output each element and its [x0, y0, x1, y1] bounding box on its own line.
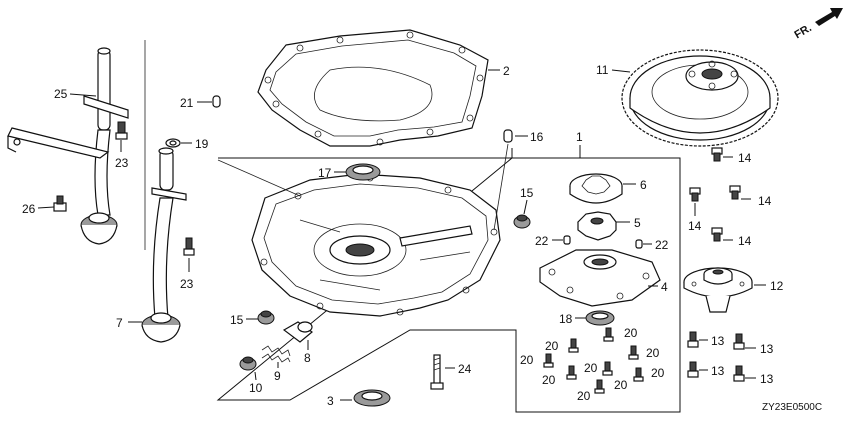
- front-direction-indicator: FR.: [792, 8, 843, 41]
- callout-16: 16: [530, 130, 544, 144]
- bolts-13: [687, 331, 745, 382]
- flywheel-hub-12: [683, 267, 753, 313]
- dipstick-tube-7: [141, 147, 195, 343]
- callout-20: 20: [651, 366, 665, 380]
- callout-25: 25: [54, 87, 68, 101]
- leader-16-housing: [493, 143, 509, 231]
- callout-2: 2: [503, 64, 510, 78]
- assembly-1-boundary: [216, 148, 681, 413]
- callout-22: 22: [655, 238, 669, 252]
- callout-labels: 25 23 26 21 19 23 7 2 16 1 17 15 15 8 9 …: [22, 63, 784, 408]
- dipstick-upper-assembly: [7, 40, 146, 250]
- dowel-pin-22b: [635, 239, 643, 249]
- callout-22: 22: [535, 234, 549, 248]
- dowel-pin-16: [503, 129, 513, 143]
- callout-10: 10: [249, 381, 263, 395]
- dowel-pin-21: [212, 95, 221, 108]
- diagram-code: ZY23E0500C: [762, 402, 822, 413]
- callout-24: 24: [458, 362, 472, 376]
- leader-21-housing: [217, 159, 301, 197]
- callout-14: 14: [738, 151, 752, 165]
- callout-13: 13: [711, 364, 725, 378]
- callout-4: 4: [661, 280, 668, 294]
- callout-23: 23: [115, 156, 129, 170]
- leader-15a: [523, 199, 528, 215]
- oil-seal-18: [585, 310, 615, 326]
- outer-rotor-6: [569, 173, 623, 204]
- callout-15: 15: [230, 313, 244, 327]
- front-direction-label: FR.: [792, 22, 813, 41]
- bolts-14: [689, 147, 741, 242]
- gasket-2: [257, 29, 489, 147]
- callout-13: 13: [760, 342, 774, 356]
- plug-15-lower: [257, 310, 275, 325]
- callout-8: 8: [304, 351, 311, 365]
- callout-20: 20: [624, 326, 638, 340]
- callout-15: 15: [520, 186, 534, 200]
- pump-cover-4: [539, 249, 661, 307]
- leader-25: [69, 93, 97, 97]
- oil-seal-3: [353, 389, 391, 407]
- relief-plug-10: [239, 356, 257, 371]
- callout-26: 26: [22, 202, 36, 216]
- dowel-pin-22a: [563, 235, 571, 245]
- callout-20: 20: [614, 378, 628, 392]
- callout-20: 20: [542, 373, 556, 387]
- front-arrow-icon: [815, 8, 843, 26]
- relief-piston-8: [282, 321, 313, 343]
- crankcase-cover-housing: [251, 173, 501, 317]
- leader-26: [37, 206, 55, 209]
- callout-6: 6: [640, 178, 647, 192]
- callout-20: 20: [577, 389, 591, 403]
- callout-20: 20: [646, 346, 660, 360]
- callout-12: 12: [770, 279, 784, 293]
- callout-14: 14: [758, 194, 772, 208]
- bolt-24: [430, 354, 444, 390]
- callout-20: 20: [584, 361, 598, 375]
- callout-23: 23: [180, 277, 194, 291]
- callout-14: 14: [688, 219, 702, 233]
- callout-13: 13: [711, 334, 725, 348]
- callout-5: 5: [634, 216, 641, 230]
- callout-9: 9: [274, 369, 281, 383]
- callout-20: 20: [520, 353, 534, 367]
- callout-1: 1: [576, 130, 583, 144]
- callout-3: 3: [327, 394, 334, 408]
- callout-17: 17: [318, 166, 332, 180]
- relief-spring-9: [261, 345, 291, 363]
- callout-18: 18: [559, 312, 573, 326]
- callout-19: 19: [195, 137, 209, 151]
- callout-7: 7: [116, 316, 123, 330]
- callout-13: 13: [760, 372, 774, 386]
- callout-20: 20: [545, 339, 559, 353]
- callout-14: 14: [738, 234, 752, 248]
- leader-10: [254, 371, 257, 381]
- oil-seal-17: [345, 163, 381, 181]
- bolts-20: [543, 327, 644, 394]
- callout-21: 21: [180, 96, 194, 110]
- leader-11: [611, 69, 631, 73]
- callout-11: 11: [596, 63, 609, 77]
- inner-rotor-5: [577, 211, 617, 241]
- flywheel-11: [621, 49, 779, 147]
- plug-15-upper: [513, 214, 531, 229]
